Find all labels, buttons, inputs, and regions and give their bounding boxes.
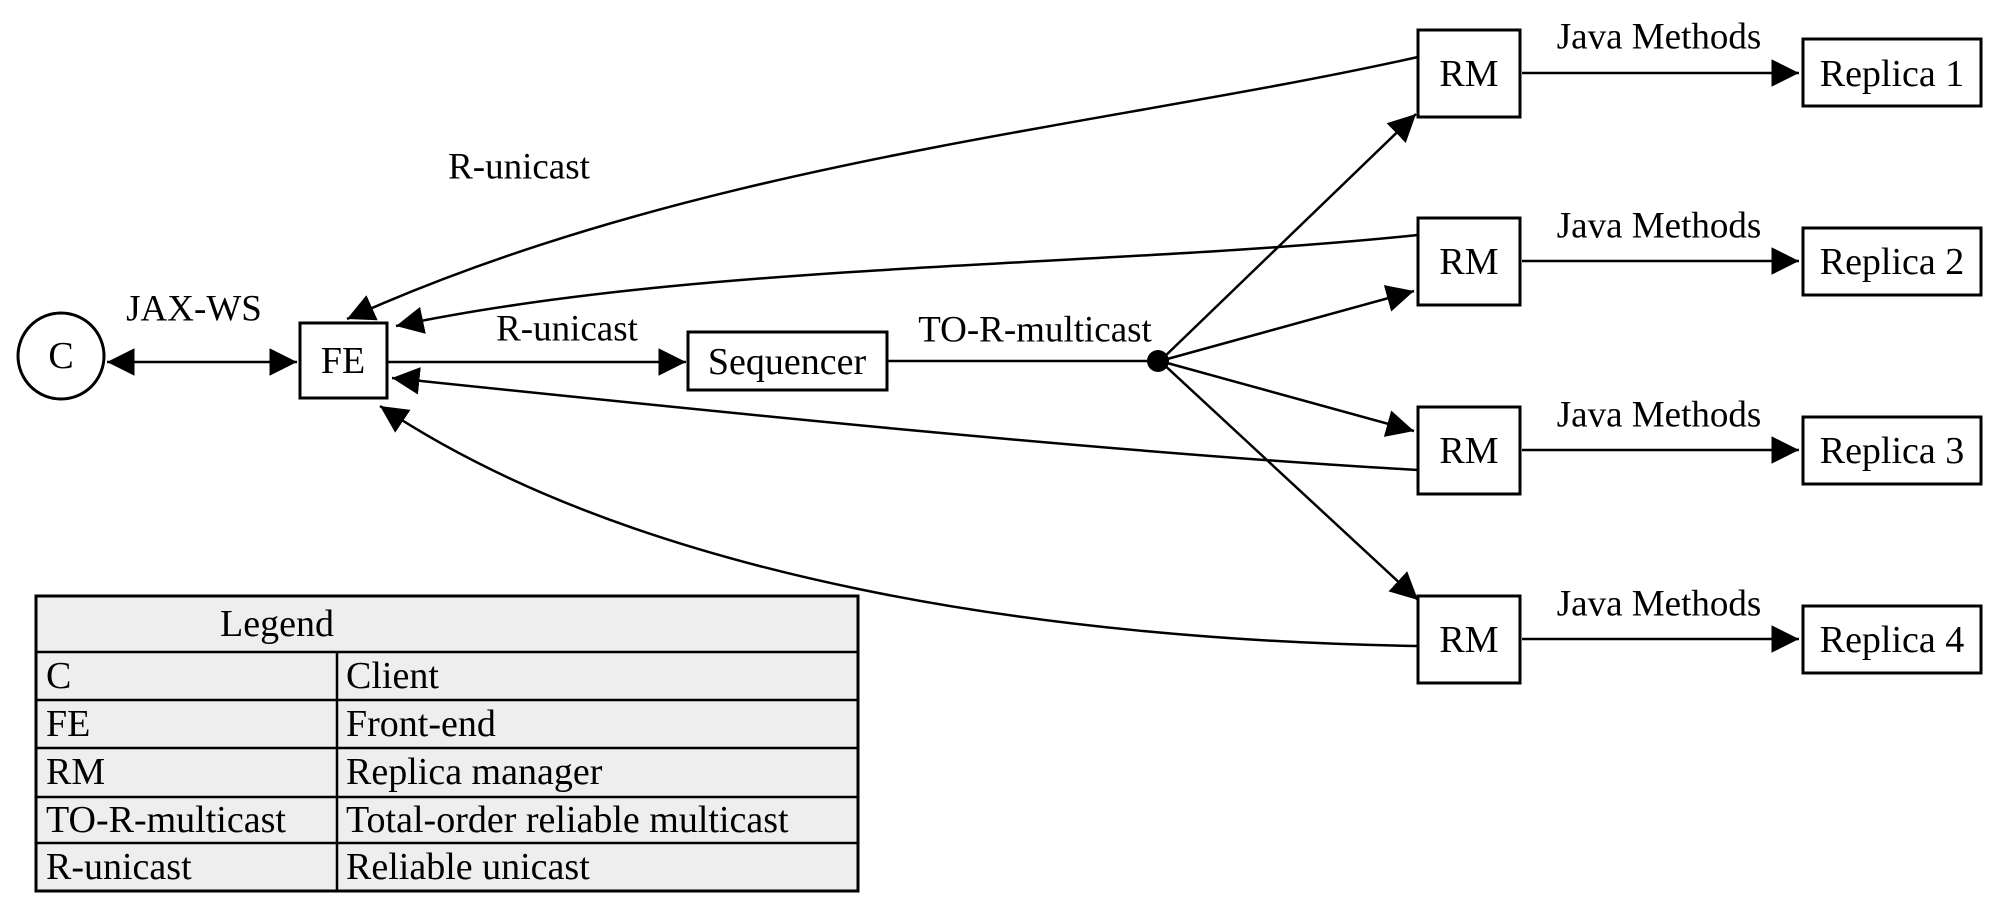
- label-r-unicast-mid: R-unicast: [496, 309, 639, 350]
- rm4-label: RM: [1439, 619, 1498, 661]
- replica4-node: [1801, 604, 1983, 675]
- legend-definition: Front-end: [346, 703, 496, 745]
- edge-junction-rm4: [1159, 360, 1419, 601]
- edge-junction-rm2: [1159, 285, 1415, 363]
- edge-junction-rm3: [1159, 359, 1415, 437]
- label-r-unicast-top: R-unicast: [448, 147, 591, 188]
- replica2-label: Replica 2: [1820, 241, 1965, 283]
- rm2-node: [1416, 216, 1522, 307]
- rm2-label: RM: [1439, 241, 1498, 283]
- rm4-node: [1416, 594, 1522, 685]
- frontend-label: FE: [321, 340, 365, 382]
- multicast-junction-dot: [1147, 350, 1169, 372]
- replica3-label: Replica 3: [1820, 430, 1965, 472]
- legend-table: Legend C Client FE Front-end RM Replica …: [34, 594, 860, 893]
- legend-term: C: [46, 655, 71, 697]
- edge-junction-rm1: [1159, 113, 1417, 362]
- client-label: C: [48, 335, 73, 377]
- label-java-methods-2: Java Methods: [1557, 206, 1762, 247]
- edge-rm2-frontend-return: [395, 233, 1419, 334]
- label-to-r-multicast: TO-R-multicast: [918, 310, 1152, 351]
- client-node: [16, 311, 106, 401]
- edge-rm1-frontend-return: [346, 55, 1419, 321]
- label-jax-ws: JAX-WS: [126, 289, 262, 330]
- legend-definition: Reliable unicast: [346, 846, 590, 888]
- legend-term: R-unicast: [46, 846, 192, 888]
- replica3-node: [1801, 415, 1983, 486]
- replica4-label: Replica 4: [1820, 619, 1965, 661]
- label-java-methods-1: Java Methods: [1557, 17, 1762, 58]
- frontend-node: [298, 321, 389, 400]
- legend-term: FE: [46, 703, 90, 745]
- edge-rm3-frontend-return: [391, 367, 1419, 472]
- rm1-label: RM: [1439, 53, 1498, 95]
- replica1-node: [1801, 37, 1983, 108]
- legend-term: TO-R-multicast: [46, 799, 286, 841]
- replica2-node: [1801, 226, 1983, 297]
- legend-term: RM: [46, 751, 105, 793]
- rm1-node: [1416, 28, 1522, 119]
- edge-rm4-frontend-return: [379, 404, 1419, 648]
- legend-definition: Client: [346, 655, 439, 697]
- legend-title: Legend: [220, 603, 334, 645]
- sequencer-node: [686, 330, 889, 392]
- rm3-node: [1416, 405, 1522, 496]
- rm3-label: RM: [1439, 430, 1498, 472]
- replica1-label: Replica 1: [1820, 53, 1965, 95]
- label-java-methods-3: Java Methods: [1557, 395, 1762, 436]
- sequencer-label: Sequencer: [708, 341, 867, 383]
- legend-definition: Total-order reliable multicast: [346, 799, 789, 841]
- legend-definition: Replica manager: [346, 751, 603, 793]
- label-java-methods-4: Java Methods: [1557, 584, 1762, 625]
